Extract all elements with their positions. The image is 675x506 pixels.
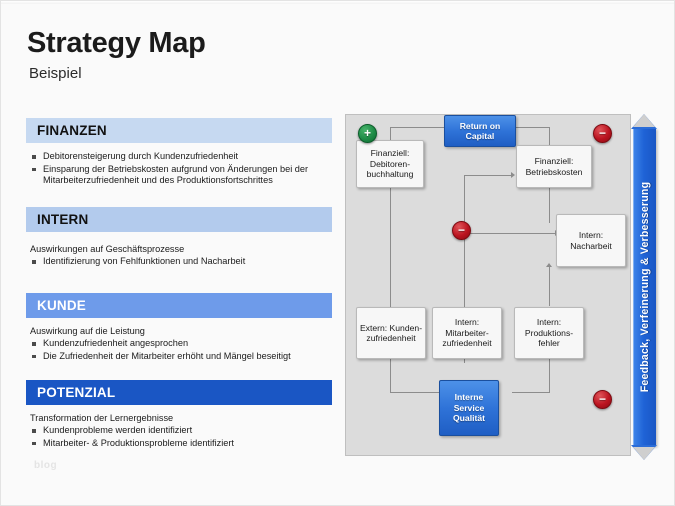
strategy-map-diagram: Return on Capital Finanziell: Debitoren­… <box>345 114 631 456</box>
list-item: Kundenzufriedenheit angesprochen <box>28 338 338 350</box>
list-item: Die Zufriedenheit der Mitarbeiter erhöht… <box>28 351 338 363</box>
minus-badge-icon: − <box>593 124 612 143</box>
feedback-arrow-shaft <box>633 128 656 446</box>
bullet-list-finanzen: Debitorensteigerung durch Kundenzufriede… <box>28 151 338 187</box>
section-heading-label: INTERN <box>37 212 89 227</box>
minus-badge-icon: − <box>593 390 612 409</box>
watermark-blog: blog <box>34 460 58 471</box>
connector-service-to-extern-horizontal <box>390 392 466 393</box>
feedback-arrow-label: Feedback, Verfeinerung & Verbesserung <box>638 181 651 393</box>
connector-service-to-fehler-horizontal <box>512 392 549 393</box>
page-title: Strategy Map <box>27 27 206 59</box>
connector-debitoren-to-roc-vertical <box>390 127 391 149</box>
node-extern-kundenzufriedenheit[interactable]: Extern: Kunden­zufriedenheit <box>356 307 426 359</box>
section-heading-label: POTENZIAL <box>37 385 116 400</box>
bullet-list-intern: Identifizierung von Fehlfunktionen und N… <box>28 256 338 268</box>
feedback-arrow-notch-bottom <box>633 447 655 460</box>
plus-badge-icon: + <box>358 124 377 143</box>
list-item: Identifizierung von Fehlfunktionen und N… <box>28 256 338 268</box>
section-header-kunde: KUNDE <box>26 293 332 318</box>
connector-debitoren-to-roc-horizontal <box>390 127 446 128</box>
arrowhead-to-nacharbeit-bottom <box>545 263 552 267</box>
feedback-arrow-notch-top <box>633 114 655 127</box>
connector-mitarb-to-betrieb-horizontal <box>464 175 512 176</box>
connector-service-to-fehler-vertical <box>549 327 550 393</box>
node-label: Intern: Nacharbeit <box>570 230 612 251</box>
section-body-finanzen: Debitorensteigerung durch Kundenzufriede… <box>28 151 338 188</box>
minus-glyph: − <box>598 126 606 140</box>
bullet-list-kunde: Kundenzufriedenheit angesprochen Die Zuf… <box>28 338 338 362</box>
section-heading-label: FINANZEN <box>37 123 107 138</box>
list-item: Kundenprobleme werden identifiziert <box>28 425 338 437</box>
bullet-list-potenzial: Kundenprobleme werden identifiziert Mita… <box>28 425 338 449</box>
node-intern-mitarbeiterzufriedenheit[interactable]: Intern: Mitarbeiter­zufriedenheit <box>432 307 502 359</box>
connector-mid-to-nacharbeit <box>464 233 556 234</box>
node-intern-produktionsfehler[interactable]: Intern: Produktions­fehler <box>514 307 584 359</box>
connector-betrieb-to-roc-vertical <box>549 127 550 151</box>
connector-extern-to-debitoren-vertical <box>390 188 391 307</box>
section-body-intern: Auswirkungen auf Geschäftsprozesse Ident… <box>28 244 338 269</box>
section-header-potenzial: POTENZIAL <box>26 380 332 405</box>
node-label: Intern: Produktions­fehler <box>524 317 574 349</box>
connector-betrieb-to-roc-horizontal <box>505 127 550 128</box>
node-interne-service-qualitaet[interactable]: Interne Service Qualität <box>439 380 499 436</box>
node-label: Finanziell: Betriebskosten <box>525 156 583 177</box>
section-intro-text: Transformation der Lernergebnisse <box>30 413 174 423</box>
list-item: Debitorensteigerung durch Kundenzufriede… <box>28 151 338 163</box>
node-label: Extern: Kunden­zufriedenheit <box>359 322 423 343</box>
node-return-on-capital[interactable]: Return on Capital <box>444 115 516 147</box>
node-label: Finanziell: Debitoren­buchhaltung <box>366 148 414 180</box>
feedback-double-arrow: Feedback, Verfeinerung & Verbesserung <box>631 114 658 460</box>
section-body-kunde: Auswirkung auf die Leistung Kundenzufrie… <box>28 326 338 363</box>
minus-glyph: − <box>457 223 465 237</box>
list-item: Einsparung der Betriebskosten aufgrund v… <box>28 164 338 187</box>
node-finanziell-betriebskosten[interactable]: Finanziell: Betriebskosten <box>516 145 592 188</box>
section-body-potenzial: Transformation der Lernergebnisse Kunden… <box>28 413 338 450</box>
connector-nacharbeit-to-betrieb-vertical <box>549 188 550 223</box>
connector-fehler-to-nacharbeit-vertical <box>549 267 550 306</box>
node-finanziell-debitorenbuchhaltung[interactable]: Finanziell: Debitoren­buchhaltung <box>356 140 424 188</box>
minus-badge-icon: − <box>452 221 471 240</box>
section-header-finanzen: FINANZEN <box>26 118 332 143</box>
node-label: Return on Capital <box>459 120 501 141</box>
section-intro-text: Auswirkung auf die Leistung <box>30 326 145 336</box>
node-intern-nacharbeit[interactable]: Intern: Nacharbeit <box>556 214 626 267</box>
connector-service-to-extern-vertical <box>390 327 391 393</box>
plus-glyph: + <box>363 126 371 140</box>
node-label: Interne Service Qualität <box>453 392 485 424</box>
minus-glyph: − <box>598 392 606 406</box>
list-item: Mitarbeiter- & Produktionsprobleme ident… <box>28 438 338 450</box>
arrowhead-to-betrieb-left <box>511 171 515 178</box>
connector-mitarb-to-betrieb-vertical <box>464 175 465 315</box>
section-intro-text: Auswirkungen auf Geschäftsprozesse <box>30 244 185 254</box>
section-header-intern: INTERN <box>26 207 332 232</box>
page-subtitle: Beispiel <box>29 65 82 82</box>
section-heading-label: KUNDE <box>37 298 87 313</box>
node-label: Intern: Mitarbeiter­zufriedenheit <box>442 317 492 349</box>
